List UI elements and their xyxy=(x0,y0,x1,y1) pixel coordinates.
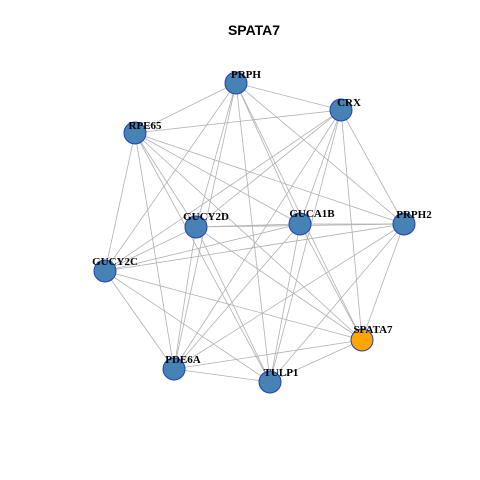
node-label: RPE65 xyxy=(129,120,163,132)
edge-gucy2c-pde6a xyxy=(104,270,175,370)
node-circle[interactable] xyxy=(350,328,374,352)
node-crx[interactable]: CRX xyxy=(329,97,361,122)
edge-prph-crx xyxy=(235,82,342,111)
node-circle[interactable] xyxy=(123,121,147,145)
edge-prph2-pde6a xyxy=(173,223,405,370)
edge-gucy2d-gucy2c xyxy=(104,226,197,272)
edge-prph-gucy2c xyxy=(104,82,237,272)
node-prph2[interactable]: PRPH2 xyxy=(392,209,432,236)
edge-gucy2d-pde6a xyxy=(173,226,197,370)
edge-crx-pde6a xyxy=(173,109,342,370)
node-gucy2c[interactable]: GUCY2C xyxy=(92,256,138,283)
node-gucy2d[interactable]: GUCY2D xyxy=(183,211,229,239)
node-circle[interactable] xyxy=(329,98,353,122)
edge-rpe65-guca1b xyxy=(134,132,301,225)
edge-prph2-spata7 xyxy=(361,223,405,341)
edge-crx-prph2 xyxy=(340,109,405,225)
edge-prph-spata7 xyxy=(235,82,363,341)
node-label: CRX xyxy=(337,97,361,109)
edge-tulp1-spata7 xyxy=(269,339,363,383)
node-label: PRPH xyxy=(231,69,261,81)
edge-gucy2c-tulp1 xyxy=(104,270,271,383)
edge-layer xyxy=(104,82,405,383)
edge-prph2-gucy2c xyxy=(104,223,405,272)
node-prph[interactable]: PRPH xyxy=(224,69,261,95)
edge-crx-gucy2c xyxy=(104,109,342,272)
edge-rpe65-pde6a xyxy=(134,132,175,370)
node-label: TULP1 xyxy=(264,367,299,379)
node-circle[interactable] xyxy=(392,212,416,236)
edge-prph-gucy2d xyxy=(195,82,237,228)
edge-rpe65-prph2 xyxy=(134,132,405,225)
node-label: GUCY2D xyxy=(183,211,229,223)
edge-rpe65-gucy2d xyxy=(134,132,197,228)
edge-crx-guca1b xyxy=(299,109,342,225)
node-circle[interactable] xyxy=(258,370,282,394)
edge-rpe65-gucy2c xyxy=(104,132,136,272)
node-label: PRPH2 xyxy=(396,209,432,221)
edge-prph2-tulp1 xyxy=(269,223,405,383)
edge-rpe65-tulp1 xyxy=(134,132,271,383)
diagram-title: SPATA7 xyxy=(228,22,280,38)
node-rpe65[interactable]: RPE65 xyxy=(123,120,163,145)
edge-guca1b-pde6a xyxy=(173,223,301,370)
node-tulp1[interactable]: TULP1 xyxy=(258,367,299,394)
node-guca1b[interactable]: GUCA1B xyxy=(288,208,335,236)
edge-crx-gucy2d xyxy=(195,109,342,228)
edge-guca1b-spata7 xyxy=(299,223,363,341)
node-label: GUCY2C xyxy=(92,256,138,268)
node-circle[interactable] xyxy=(184,215,208,239)
edge-prph-prph2 xyxy=(235,82,405,225)
node-circle[interactable] xyxy=(162,357,186,381)
edge-pde6a-spata7 xyxy=(173,339,363,370)
edge-gucy2d-tulp1 xyxy=(195,226,271,383)
edge-guca1b-tulp1 xyxy=(269,223,301,383)
node-circle[interactable] xyxy=(93,259,117,283)
node-pde6a[interactable]: PDE6A xyxy=(162,354,201,381)
node-label: PDE6A xyxy=(165,354,201,366)
edge-gucy2d-spata7 xyxy=(195,226,363,341)
edge-crx-tulp1 xyxy=(269,109,342,383)
edge-guca1b-gucy2c xyxy=(104,223,301,272)
node-circle[interactable] xyxy=(224,71,248,95)
edge-pde6a-tulp1 xyxy=(173,368,271,383)
node-label: SPATA7 xyxy=(353,324,393,336)
edge-crx-rpe65 xyxy=(134,109,342,134)
node-circle[interactable] xyxy=(288,212,312,236)
node-spata7[interactable]: SPATA7 xyxy=(350,324,393,352)
edge-prph-tulp1 xyxy=(235,82,271,383)
edge-gucy2c-spata7 xyxy=(104,270,363,341)
node-label: GUCA1B xyxy=(289,208,335,220)
edge-prph-rpe65 xyxy=(134,82,237,134)
edge-prph-guca1b xyxy=(235,82,301,225)
